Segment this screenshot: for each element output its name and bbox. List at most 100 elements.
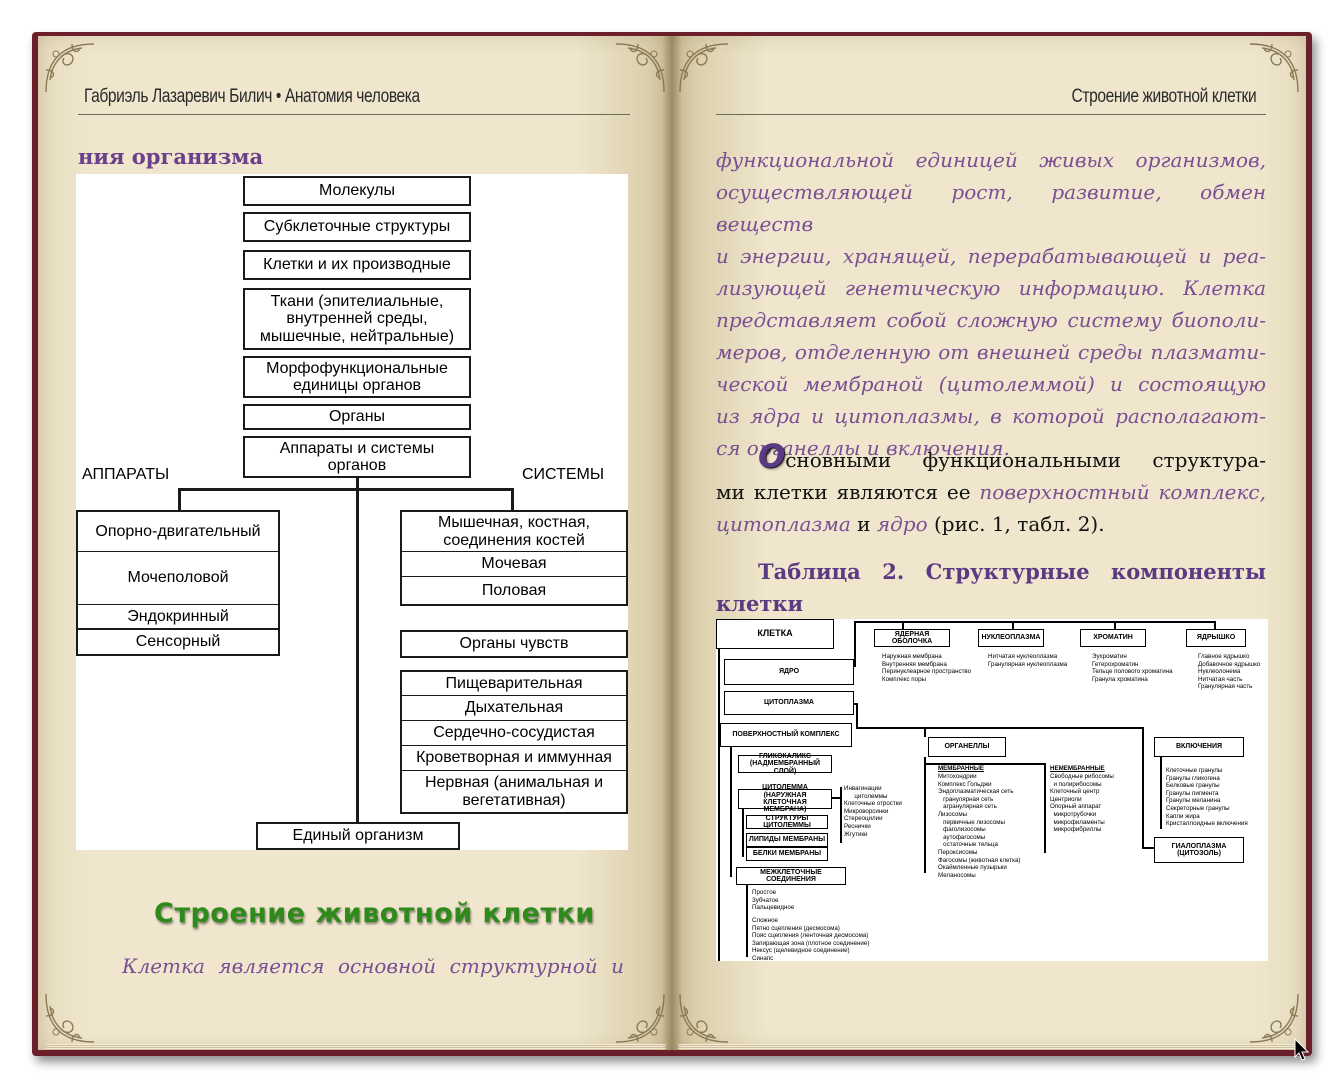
- table-node: НУКЛЕОПЛАЗМА: [978, 629, 1044, 647]
- connector-line: [1114, 621, 1116, 629]
- connector-line: [356, 478, 359, 822]
- paragraph-start: Клетка является основной структурной и: [122, 950, 624, 982]
- right-page[interactable]: Строение животной клетки функциональной …: [672, 36, 1306, 1050]
- paragraph-cell-definition: функциональной единицей живых организмов…: [716, 144, 1266, 464]
- apparatus-item: Эндокринный: [76, 604, 280, 630]
- table-list: Главное ядрышко Добавочное ядрышко Нукле…: [1198, 653, 1260, 691]
- table-list: Свободные рибосомы и полирибосомы Клеточ…: [1050, 773, 1114, 834]
- text-line: осуществляющей рост, развитие, обмен вещ…: [716, 176, 1266, 240]
- term-cytoplasm: цитоплазма: [716, 512, 851, 536]
- connector-line: [746, 885, 748, 957]
- connector-line: [1142, 727, 1144, 849]
- apparatus-label: АППАРАТЫ: [82, 466, 169, 484]
- table-subhead: МЕМБРАННЫЕ: [938, 765, 984, 773]
- connector-line: [856, 703, 858, 729]
- connector-line: [902, 621, 904, 629]
- connector-line: [1214, 621, 1216, 629]
- table-node: ЯДЕРНАЯ ОБОЛОЧКА: [874, 629, 950, 647]
- table-node-surface: ПОВЕРХНОСТНЫЙ КОМПЛЕКС: [720, 723, 852, 747]
- system-item: Кроветворная и иммунная: [400, 745, 628, 771]
- ornament-corner-icon: [676, 40, 732, 96]
- connector-line: [718, 649, 720, 961]
- text-line: Основными функциональными структура-: [716, 440, 1266, 476]
- connector-line: [840, 787, 842, 843]
- hierarchy-diagram: Молекулы Субклеточные структуры Клетки и…: [76, 174, 628, 850]
- page-edges: [46, 1044, 666, 1050]
- table-node-cytoplasm: ЦИТОПЛАЗМА: [724, 691, 854, 715]
- table-node: БЕЛКИ МЕМБРАНЫ: [746, 847, 828, 861]
- diagram-box: Аппараты и системы органов: [243, 436, 471, 478]
- table-list: Митохондрии Комплекс Гольджи Эндоплазмат…: [938, 773, 1020, 879]
- system-item: Половая: [400, 576, 628, 606]
- apparatus-item: Опорно-двигательный: [76, 510, 280, 552]
- table-node: ГЛИКОКАЛИКС (НАДМЕМБРАННЫЙ СЛОЙ): [738, 755, 832, 773]
- section-title: Строение животной клетки: [154, 898, 595, 929]
- diagram-box: Морфофункциональные единицы органов: [243, 356, 471, 398]
- connector-line: [832, 797, 840, 799]
- table-title: Таблица 2. Структурные компоненты клетки: [716, 556, 1266, 620]
- connector-line: [854, 621, 1214, 623]
- apparatus-item: Сенсорный: [76, 630, 280, 656]
- text-segment: (рис. 1, табл. 2).: [928, 512, 1105, 536]
- diagram-box: Ткани (эпителиальные, внутренней среды, …: [243, 288, 471, 350]
- table-title-line: клетки: [716, 588, 1266, 620]
- ornament-corner-icon: [42, 990, 98, 1046]
- running-head-right: Строение животной клетки: [1071, 86, 1256, 108]
- heading-fragment: ния организма: [78, 144, 263, 169]
- apparatus-item: Мочеполовой: [76, 551, 280, 605]
- table-node: ВКЛЮЧЕНИЯ: [1154, 737, 1244, 757]
- paragraph-structures: Основными функциональными структура- ми …: [716, 440, 1266, 540]
- table-title-line: Таблица 2. Структурные компоненты: [716, 556, 1266, 588]
- page-edges: [678, 1044, 1298, 1050]
- connector-line: [730, 747, 732, 877]
- system-item: Сердечно-сосудистая: [400, 720, 628, 746]
- systems-label: СИСТЕМЫ: [522, 466, 604, 484]
- text-line: из ядра и цитоплазмы, в которой располаг…: [716, 400, 1266, 432]
- table-list: Эухроматин Гетерохроматин Тельце половог…: [1092, 653, 1173, 683]
- connector-line: [1044, 763, 1046, 853]
- mouse-cursor-icon: [1294, 1038, 1310, 1062]
- table-node: СТРУКТУРЫ ЦИТОЛЕММЫ: [746, 815, 828, 829]
- cell-structure-table: КЛЕТКА ЯДЕРНАЯ ОБОЛОЧКА Наружная мембран…: [716, 619, 1268, 961]
- table-node-nucleus: ЯДРО: [724, 659, 854, 685]
- text-line: представляет собой сложную систему биопо…: [716, 304, 1266, 336]
- table-list: Наружная мембрана Внутренняя мембрана Пе…: [882, 653, 971, 683]
- table-subhead: НЕМЕМБРАННЫЕ: [1050, 765, 1105, 773]
- system-item: Нервная (анимальная и вегетативная): [400, 770, 628, 814]
- table-node: ЯДРЫШКО: [1186, 629, 1246, 647]
- table-list: Клеточные гранулы Гранулы гликогена Белк…: [1166, 767, 1248, 828]
- diagram-box: Молекулы: [243, 176, 471, 206]
- term-nucleus: ядро: [877, 512, 928, 536]
- text-segment: и: [851, 512, 877, 536]
- author-name: Габриэль Лазаревич Билич: [84, 86, 272, 107]
- text-line: и энергии, хранящей, перерабатывающей и …: [716, 240, 1266, 272]
- text-segment: сновными функциональными структура-: [785, 448, 1266, 472]
- text-line: ми клетки являются ее поверхностный комп…: [716, 476, 1266, 508]
- text-line: функциональной единицей живых организмов…: [716, 144, 1266, 176]
- connector-line: [178, 488, 514, 491]
- table-list: Простое Зубчатое Пальцевидное: [752, 889, 794, 912]
- text-line: ческой мембраной (цитолеммой) и состоящу…: [716, 368, 1266, 400]
- text-line: лизующей генетическую информацию. Клетка: [716, 272, 1266, 304]
- diagram-bottom-box: Единый организм: [256, 822, 460, 850]
- connector-line: [1012, 621, 1014, 629]
- running-head-left: Габриэль Лазаревич Билич • Анатомия чело…: [84, 86, 420, 108]
- book: Габриэль Лазаревич Билич • Анатомия чело…: [32, 32, 1312, 1056]
- header-rule: [716, 114, 1266, 115]
- text-line: меров, отделенную от внешней среды плазм…: [716, 336, 1266, 368]
- table-list: Инвагинации цитолеммы Клеточные отростки…: [844, 785, 902, 838]
- book-title: Анатомия человека: [285, 86, 420, 107]
- table-node: ХРОМАТИН: [1080, 629, 1146, 647]
- table-node: ЛИПИДЫ МЕМБРАНЫ: [746, 833, 828, 847]
- left-page[interactable]: Габриэль Лазаревич Билич • Анатомия чело…: [38, 36, 672, 1050]
- table-node: ОРГАНЕЛЛЫ: [928, 737, 1006, 757]
- text-line: цитоплазма и ядро (рис. 1, табл. 2).: [716, 508, 1266, 540]
- header-separator: •: [276, 86, 281, 107]
- table-list: Нитчатая нуклеоплазма Гранулярная нуклео…: [988, 653, 1067, 668]
- ornament-corner-icon: [612, 40, 668, 96]
- system-item: Дыхательная: [400, 695, 628, 721]
- table-node: ЦИТОЛЕММА (НАРУЖНАЯ КЛЕТОЧНАЯ МЕМБРАНА): [738, 789, 832, 809]
- drop-cap: О: [758, 437, 785, 475]
- system-item: Пищеварительная: [400, 670, 628, 696]
- system-item: Органы чувств: [400, 630, 628, 658]
